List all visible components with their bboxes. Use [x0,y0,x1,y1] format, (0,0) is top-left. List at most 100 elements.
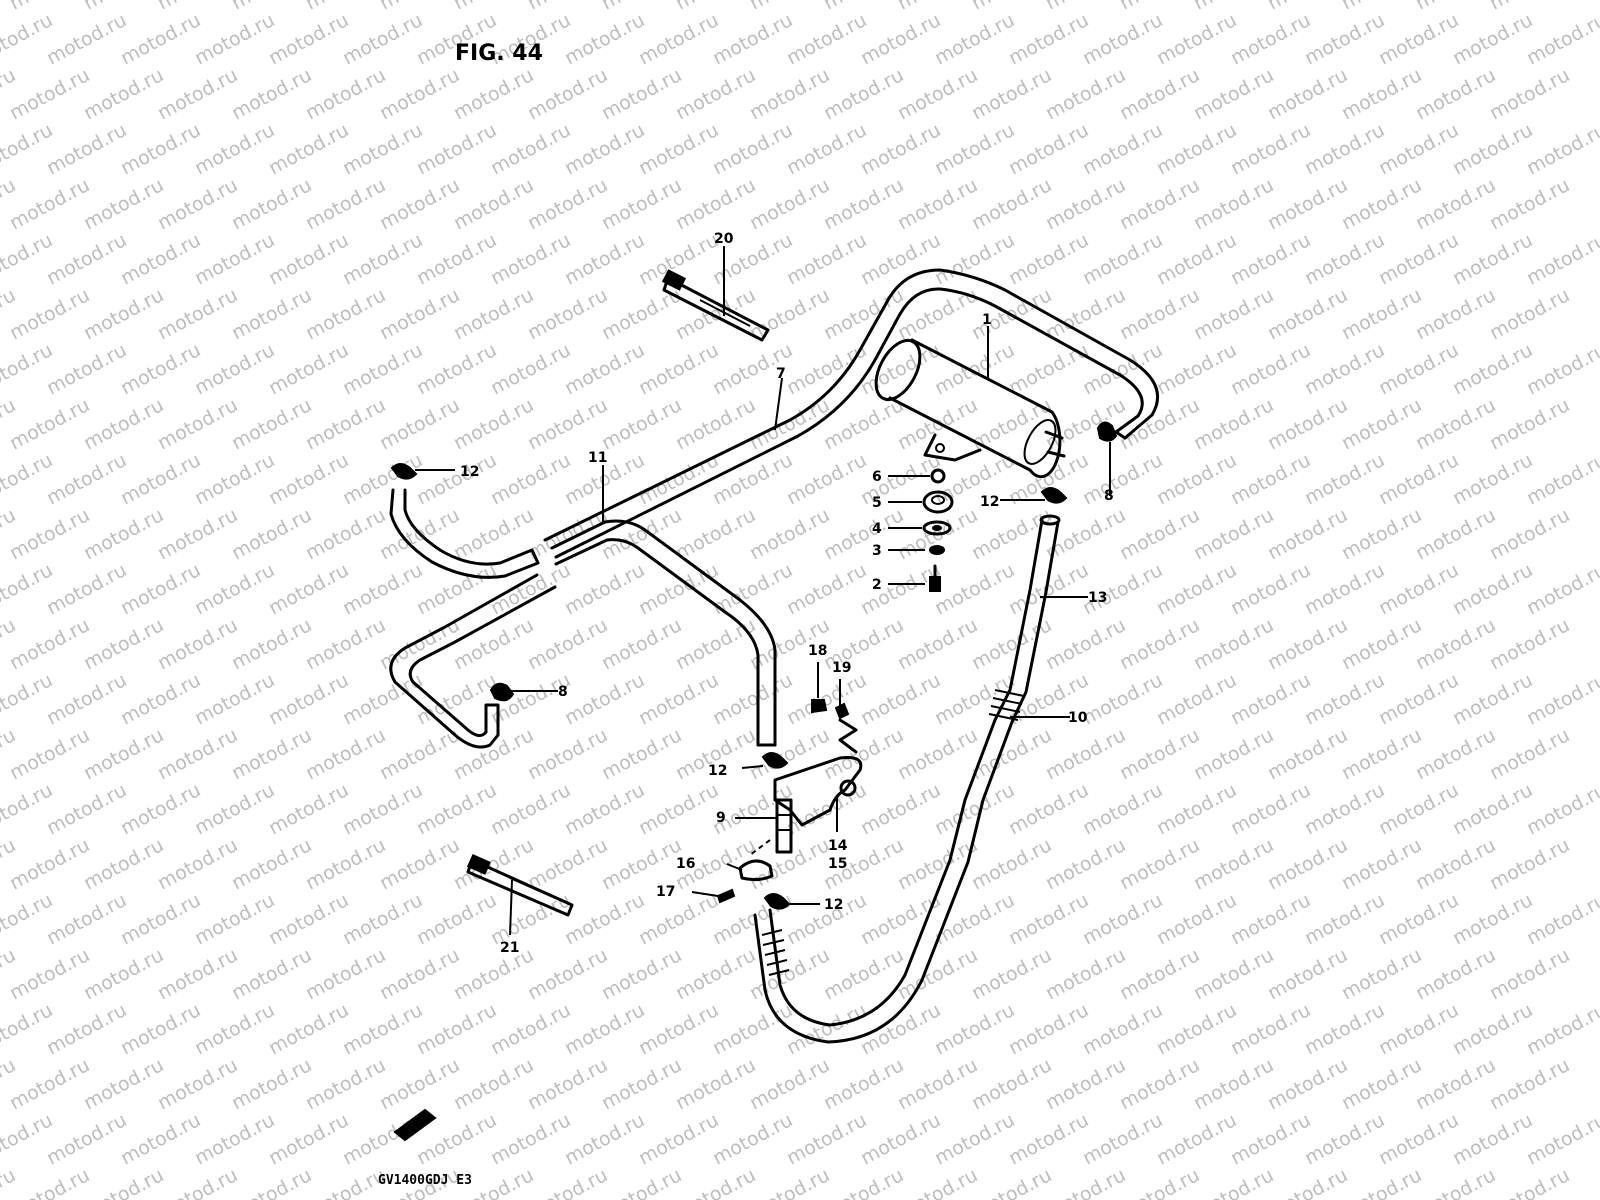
watermark-text: motod.ru [635,119,722,179]
watermark-text: motod.ru [820,504,907,564]
watermark-text: motod.ru [228,394,315,454]
watermark-text: motod.ru [154,614,241,674]
watermark-text: motod.ru [1301,119,1388,179]
grommet-5 [922,490,954,514]
hose-10-13 [753,514,1061,1044]
watermark-text: motod.ru [487,119,574,179]
watermark-text: motod.ru [1375,339,1462,399]
watermark-text: motod.ru [931,999,1018,1059]
watermark-text: motod.ru [265,999,352,1059]
watermark-text: motod.ru [154,0,241,14]
watermark-text: motod.ru [1079,1109,1166,1169]
watermark-text: motod.ru [80,724,167,784]
watermark-text: motod.ru [1153,119,1240,179]
watermark-text: motod.ru [1116,64,1203,124]
bolt-2 [929,564,941,592]
watermark-text: motod.ru [265,229,352,289]
watermark-text: motod.ru [857,999,944,1059]
watermark-text: motod.ru [191,449,278,509]
watermark-text: motod.ru [1449,229,1536,289]
watermark-text: motod.ru [1375,669,1462,729]
watermark-text: motod.ru [1042,174,1129,234]
watermark-text: motod.ru [820,0,907,14]
watermark-text: motod.ru [487,229,574,289]
watermark-text: motod.ru [1005,779,1092,839]
watermark-text: motod.ru [672,64,759,124]
watermark-text: motod.ru [1116,834,1203,894]
watermark-text: motod.ru [820,724,907,784]
watermark-text: motod.ru [672,614,759,674]
watermark-text: motod.ru [1449,119,1536,179]
watermark-text: motod.ru [6,0,93,14]
watermark-text: motod.ru [1412,394,1499,454]
clamp-16 [738,859,774,882]
watermark-text: motod.ru [598,174,685,234]
watermark-text: motod.ru [1338,504,1425,564]
watermark-text: motod.ru [1412,724,1499,784]
watermark-text: motod.ru [820,1164,907,1200]
callout-12-valve: 12 [708,763,727,779]
watermark-text: motod.ru [117,559,204,619]
watermark-text: motod.ru [1005,9,1092,69]
clamp-12b [1040,487,1068,504]
watermark-text: motod.ru [43,339,130,399]
watermark-text: motod.ru [524,174,611,234]
watermark-text: motod.ru [598,0,685,14]
watermark-text: motod.ru [80,834,167,894]
watermark-text: motod.ru [487,779,574,839]
watermark-text: motod.ru [820,174,907,234]
watermark-text: motod.ru [80,1054,167,1114]
watermark-text: motod.ru [1079,9,1166,69]
watermark-text: motod.ru [1264,834,1351,894]
watermark-text: motod.ru [487,559,574,619]
watermark-text: motod.ru [746,174,833,234]
watermark-text: motod.ru [450,64,537,124]
watermark-text: motod.ru [450,394,537,454]
watermark-text: motod.ru [1153,559,1240,619]
watermark-text: motod.ru [1264,724,1351,784]
watermark-text: motod.ru [1153,669,1240,729]
watermark-text: motod.ru [931,119,1018,179]
tie-20 [661,269,770,342]
watermark-text: motod.ru [1116,284,1203,344]
watermark-text: motod.ru [1116,614,1203,674]
watermark-text: motod.ru [635,999,722,1059]
watermark-text: motod.ru [1005,119,1092,179]
watermark-text: motod.ru [1264,64,1351,124]
callout-21: 21 [500,940,519,956]
washer-3 [929,545,945,555]
watermark-text: motod.ru [1079,449,1166,509]
watermark-text: motod.ru [1486,64,1573,124]
hose-7 [543,268,1160,559]
watermark-text: motod.ru [1227,449,1314,509]
watermark-text: motod.ru [1227,999,1314,1059]
watermark-text: motod.ru [1079,339,1166,399]
watermark-text: motod.ru [339,229,426,289]
watermark-text: motod.ru [1486,1164,1573,1200]
watermark-text: motod.ru [561,889,648,949]
watermark-text: motod.ru [413,229,500,289]
watermark-text: motod.ru [1375,229,1462,289]
watermark-text: motod.ru [1005,229,1092,289]
watermark-text: motod.ru [376,174,463,234]
watermark-text: motod.ru [376,0,463,14]
watermark-text: motod.ru [265,119,352,179]
watermark-text: motod.ru [672,504,759,564]
watermark-text: motod.ru [1264,394,1351,454]
watermark-text: motod.ru [1412,284,1499,344]
watermark-text: motod.ru [1190,1164,1277,1200]
watermark-text: motod.ru [43,889,130,949]
washer-19 [834,702,850,720]
watermark-text: motod.ru [487,449,574,509]
watermark-text: motod.ru [1449,669,1536,729]
watermark-text: motod.ru [1412,834,1499,894]
watermark-text: motod.ru [376,724,463,784]
watermark-text: motod.ru [1523,1109,1600,1169]
watermark-text: motod.ru [1449,999,1536,1059]
watermark-text: motod.ru [1227,9,1314,69]
watermark-text: motod.ru [1227,559,1314,619]
watermark-text: motod.ru [857,889,944,949]
clamp-12a [390,463,418,480]
watermark-text: motod.ru [339,9,426,69]
